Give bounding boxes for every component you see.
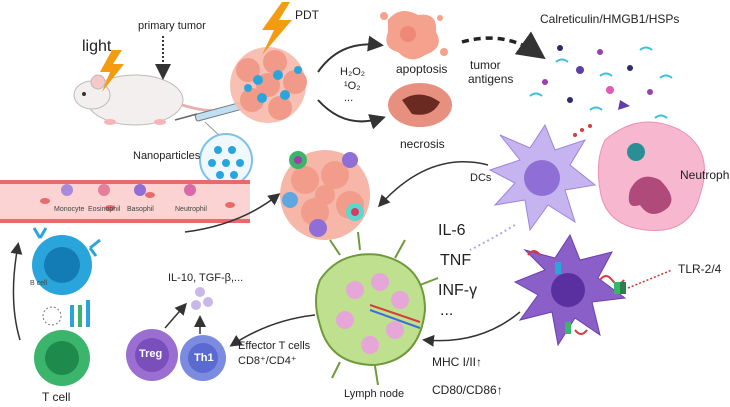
th1-label: Th1 (194, 352, 214, 364)
tlr-receptor-icon (614, 282, 626, 294)
necrosis-label: necrosis (400, 137, 445, 151)
dc-migration-dots (469, 224, 516, 251)
cytokine-infg-label: INF-γ (438, 282, 478, 299)
lymph-node-icon (315, 231, 439, 386)
suppressive-cytokines-label: IL-10, TGF-β,... (168, 272, 244, 284)
treg-cell-icon (126, 329, 178, 381)
nanoparticles-label: Nanoparticles (133, 150, 201, 162)
th1-cell-icon (180, 335, 226, 381)
neutrophil-cell-icon (597, 121, 705, 232)
effector-tcells-label: Effector T cells (238, 340, 311, 352)
arrow-vessel-to-tumor (184, 193, 281, 233)
arrow-to-apoptosis (317, 35, 384, 73)
treg-label: Treg (139, 348, 163, 360)
cytokine-il6-label: IL-6 (438, 222, 466, 239)
h2o2-label: H₂O₂ (340, 66, 366, 78)
cytokine-ellipsis-label: ... (440, 302, 454, 319)
tlr-pointer-line (627, 269, 673, 289)
b-cell-icon (32, 227, 101, 295)
pdt-label: PDT (295, 8, 319, 22)
neutrophil-label: Neutrophil (680, 168, 730, 182)
arrow-lymph-to-tcells (229, 314, 316, 347)
pdt-lightning-icon (262, 2, 292, 55)
ros-ellipsis-label: ... (344, 92, 354, 104)
blood-vessel-icon (0, 180, 250, 223)
damps-label: Calreticulin/HMGB1/HSPs (540, 12, 680, 26)
arrow-to-damps (461, 31, 546, 60)
arrow-to-necrosis (317, 99, 386, 130)
activated-dendritic-cell-icon (513, 233, 627, 347)
basophil-label: Basophil (127, 206, 154, 213)
eosinophil-label: Eosinophil (88, 206, 121, 213)
cytokine-tnf-label: TNF (440, 252, 472, 269)
light-label: light (82, 38, 112, 55)
arrow-treg-to-cytokines (164, 302, 187, 329)
dcs-label: DCs (470, 172, 492, 184)
nanoparticles-icon (199, 133, 253, 187)
singlet-oxygen-label: ¹O₂ (344, 80, 361, 92)
tcr-receptors-icon (42, 300, 90, 327)
primary-tumor-label: primary tumor (138, 20, 206, 32)
arrow-t-to-b (10, 242, 23, 341)
b-cell-label: B cell (30, 280, 48, 287)
tumor-antigens-label-2: antigens (468, 72, 514, 86)
cd80-cd86-label: CD80/CD86↑ (432, 383, 503, 397)
mhc-receptor-icon (555, 262, 571, 334)
t-cell-label: T cell (42, 390, 71, 404)
arrow-dc-to-lymph (422, 311, 521, 347)
neutrophil-small-label: Neutrophil (175, 206, 207, 213)
t-cell-icon (34, 330, 90, 386)
apoptosis-cell-icon (380, 11, 448, 60)
dendritic-cell-icon (488, 123, 597, 232)
damps-particles-icon (529, 45, 673, 119)
tumor-antigens-label-1: tumor (470, 58, 501, 72)
light-lightning-icon (100, 50, 124, 92)
effector-cd-label: CD8⁺/CD4⁺ (238, 355, 297, 367)
lymph-node-label: Lymph node (344, 388, 405, 400)
apoptosis-label: apoptosis (396, 62, 448, 76)
tlr-label: TLR-2/4 (678, 262, 722, 276)
tumor-immune-infiltrate-icon (280, 150, 370, 240)
monocyte-label: Monocyte (54, 206, 85, 213)
necrosis-cell-icon (388, 83, 452, 127)
mhc-label: MHC I/II↑ (432, 355, 482, 369)
arrow-dc-to-tumor (377, 161, 489, 208)
tumor-nanoparticles-icon (230, 47, 307, 123)
suppressive-cytokine-dots (191, 287, 213, 310)
